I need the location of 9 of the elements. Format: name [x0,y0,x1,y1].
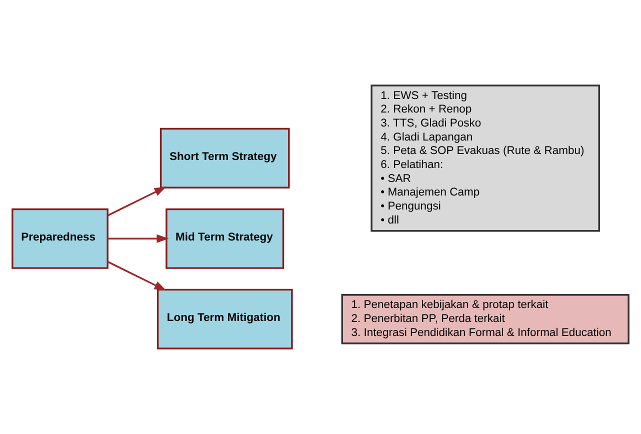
arrow [107,186,166,216]
node-box: Short Term Strategy [160,128,290,188]
node-box: Long Term Mitigation [156,288,293,350]
arrow [107,260,166,291]
node-box: 1. Penetapan kebijakan & protap terkait 2. Penerbitan PP, Perda terkait 3. Integrasi Pendidikan Formal & Informal Education [341,294,630,344]
arrow [108,234,169,243]
node-box: Preparedness [12,208,108,269]
node-box: 1. EWS + Testing 2. Rekon + Renop 3. TTS, Gladi Posko 4. Gladi Lapangan 5. Peta & SOP Evakuas (Rute & Rambu) 6. Pelatihan: • SAR • Manajemen Camp • Pengungsi • dll [370,84,600,232]
node-box: Mid Term Strategy [166,208,284,269]
